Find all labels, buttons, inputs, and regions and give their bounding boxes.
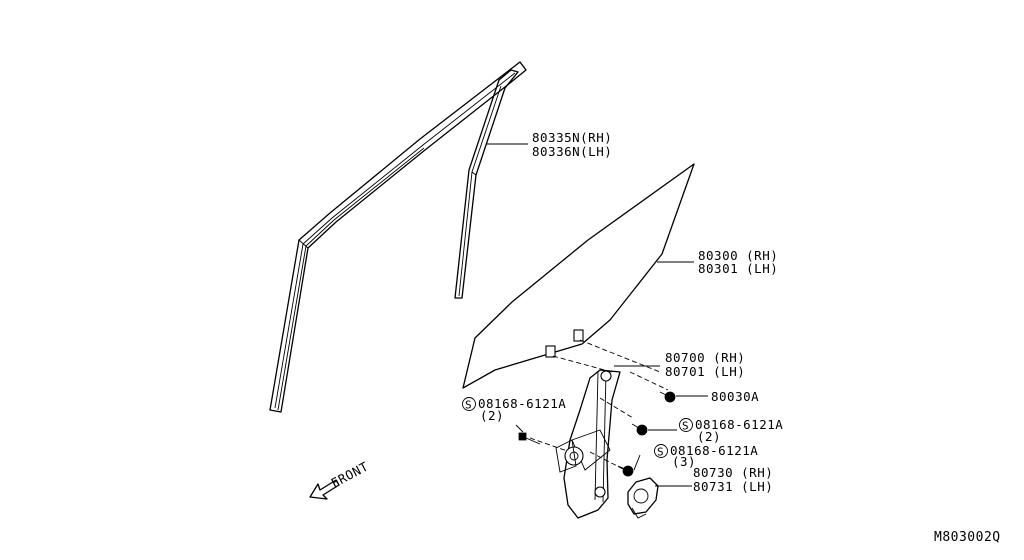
bolt-left-part-label: 08168-6121A	[478, 396, 566, 411]
front-direction-label: FRONT	[328, 459, 370, 491]
door-glass	[462, 163, 695, 389]
regulator-lh-label: 80701 (LH)	[665, 364, 745, 379]
bolt-lower-part-label: 08168-6121A	[670, 443, 758, 458]
motor-lh-label: 80731 (LH)	[693, 479, 773, 494]
glass-bolt-label: 80030A	[711, 389, 759, 404]
bolt-right-part-label: 08168-6121A	[695, 417, 783, 432]
glass-run-channel	[454, 69, 519, 299]
door-sash-frame	[269, 61, 527, 413]
s-symbol-left: S	[465, 399, 472, 412]
window-regulator	[555, 369, 621, 519]
bolt-80030a	[659, 391, 676, 403]
regulator-rh-label: 80700 (RH)	[665, 350, 745, 365]
s-symbol-lower: S	[657, 446, 664, 459]
front-arrow-icon	[309, 479, 340, 500]
s-symbol-right: S	[682, 420, 689, 433]
door-glass-lh-label: 80301 (LH)	[698, 261, 778, 276]
s-symbol-icon: S	[462, 397, 476, 412]
leader-lines	[487, 143, 708, 487]
diagram-code: M803002Q	[934, 530, 1001, 545]
bolt-right	[631, 423, 648, 436]
run-channel-lh-label: 80336N(LH)	[532, 144, 612, 159]
bolt-right-qty-label: (2)	[697, 429, 721, 444]
bolt-lower-qty-label: (3)	[672, 454, 696, 469]
motor-rh-label: 80730 (RH)	[693, 465, 773, 480]
bolt-left-qty-label: (2)	[480, 408, 504, 423]
regulator-motor	[627, 477, 659, 519]
door-glass-rh-label: 80300 (RH)	[698, 248, 778, 263]
bolt-lower	[617, 465, 634, 477]
s-symbol-icon: S	[679, 418, 693, 433]
bolt-left	[518, 432, 541, 445]
s-symbol-icon: S	[654, 444, 668, 459]
run-channel-rh-label: 80335N(RH)	[532, 130, 612, 145]
